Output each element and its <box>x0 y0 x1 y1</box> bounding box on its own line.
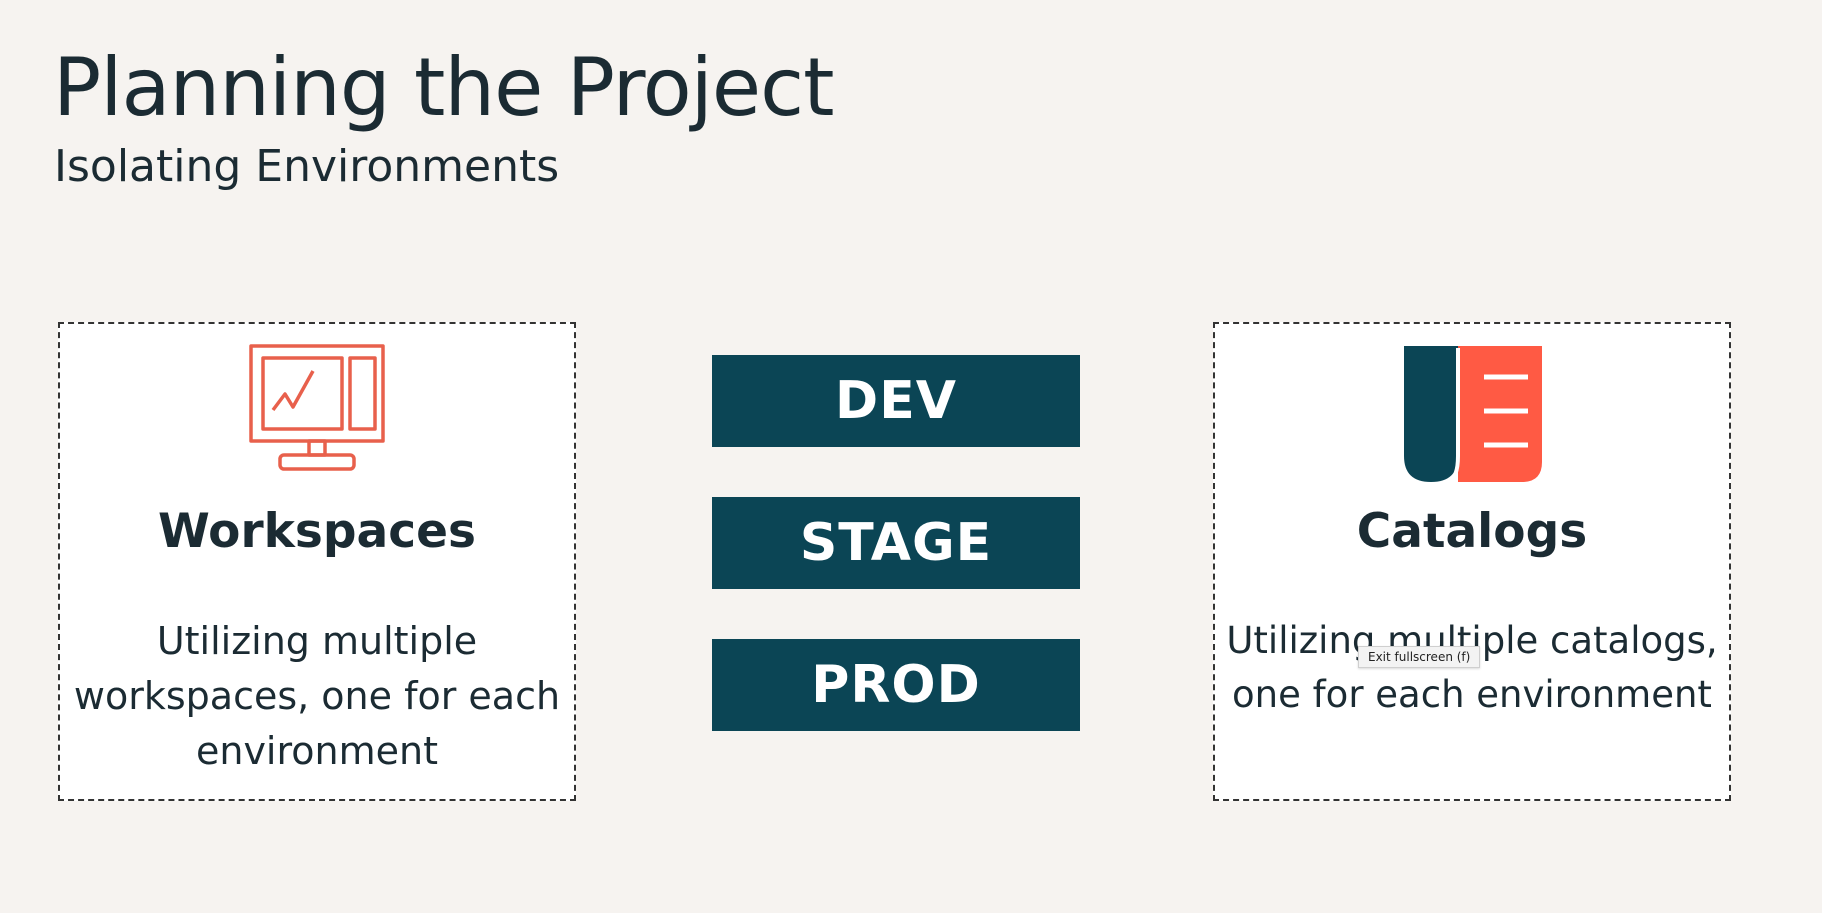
env-dev-badge: DEV <box>712 355 1080 447</box>
slide-title: Planning the Project <box>53 41 834 134</box>
workspaces-title: Workspaces <box>158 504 476 559</box>
workspaces-card: Workspaces Utilizing multiple workspaces… <box>58 322 576 801</box>
env-prod-badge: PROD <box>712 639 1080 731</box>
slide-subtitle: Isolating Environments <box>54 141 560 192</box>
catalog-book-icon <box>1404 346 1542 484</box>
exit-fullscreen-tooltip: Exit fullscreen (f) <box>1358 646 1481 668</box>
catalogs-title: Catalogs <box>1356 504 1588 559</box>
env-stage-badge: STAGE <box>712 497 1080 589</box>
monitor-chart-icon <box>249 344 385 471</box>
catalogs-card: Catalogs Utilizing multiple catalogs, on… <box>1213 322 1731 801</box>
workspaces-description: Utilizing multiple workspaces, one for e… <box>73 619 561 774</box>
